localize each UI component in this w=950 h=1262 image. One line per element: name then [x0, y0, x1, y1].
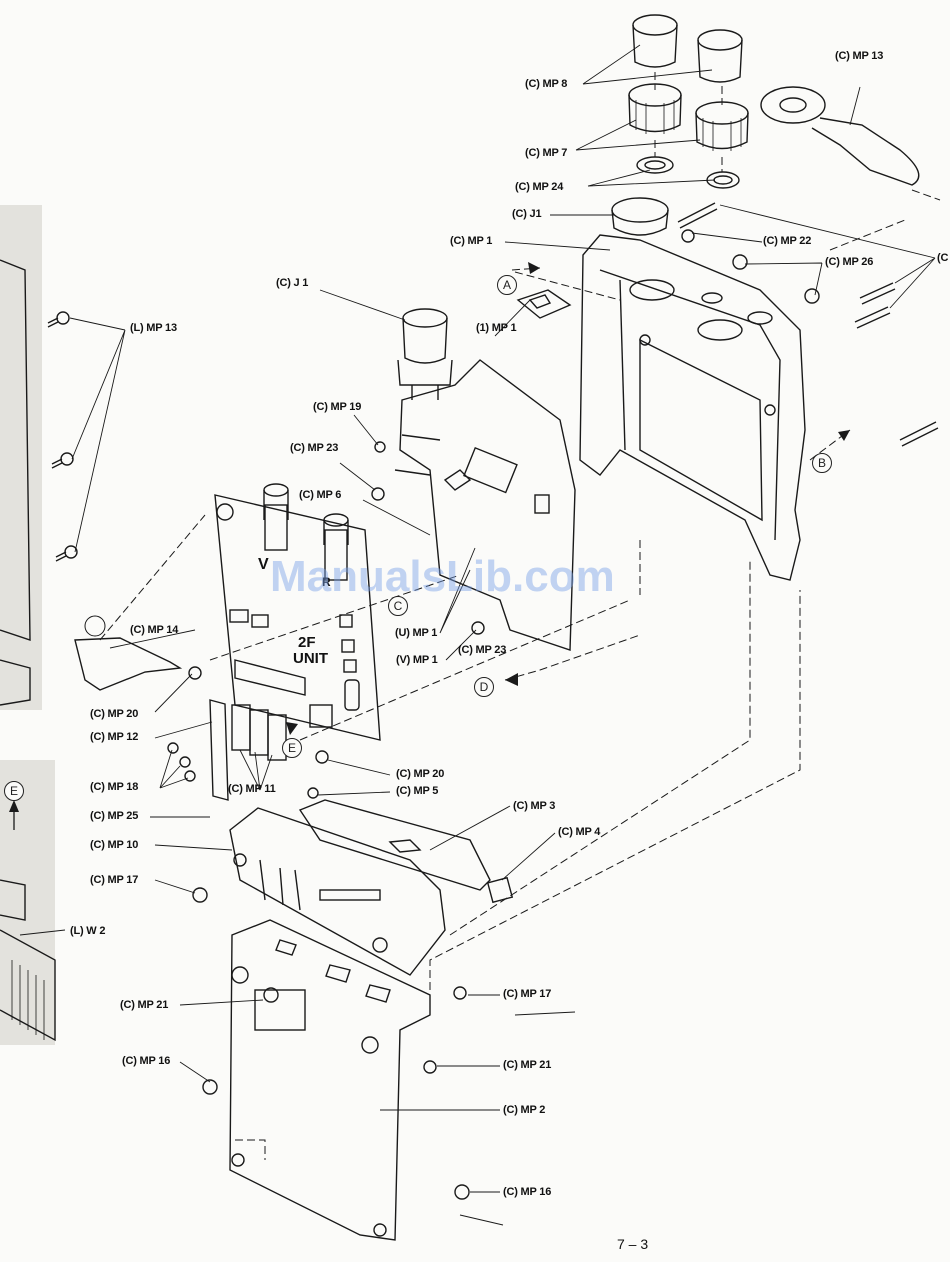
label-mp23-a: (C) MP 23 [290, 442, 339, 454]
label-mp1-1: (1) MP 1 [476, 322, 517, 334]
label-mp1-u: (U) MP 1 [395, 627, 438, 639]
label-mp11: (C) MP 11 [228, 783, 276, 795]
callout-a: A [497, 275, 517, 295]
callout-e-board: E [282, 738, 302, 758]
left-panel [0, 259, 31, 641]
bnc-connector [397, 308, 453, 400]
label-j1-conn: (C) J 1 [276, 277, 309, 289]
label-mp21-b: (C) MP 21 [503, 1059, 552, 1071]
label-mp17-a: (C) MP 17 [90, 874, 139, 886]
dashed-guides [99, 72, 941, 1160]
label-mp18: (C) MP 18 [90, 781, 139, 793]
left-page-edge [0, 205, 42, 710]
label-mp4: (C) MP 4 [558, 826, 601, 838]
leader-lines [19, 44, 936, 1226]
block-mp4 [486, 876, 514, 904]
page-number: 7 – 3 [617, 1236, 649, 1252]
callout-c: C [388, 596, 408, 616]
board-v-label: V [258, 556, 269, 573]
label-mp17-b: (C) MP 17 [503, 988, 552, 1000]
label-mp24: (C) MP 24 [515, 181, 564, 193]
watermark: ManualsLib.com [270, 552, 615, 601]
loose-screws [167, 441, 485, 1200]
label-mp20-b: (C) MP 20 [396, 768, 445, 780]
board-r-label: R [322, 575, 331, 589]
label-mp3: (C) MP 3 [513, 800, 556, 812]
label-mp26: (C) MP 26 [825, 256, 874, 268]
left-page-edge-lower [0, 760, 55, 1045]
screws-mp22-mp26 [681, 229, 820, 304]
label-w2: (L) W 2 [70, 925, 106, 937]
label-mp8: (C) MP 8 [525, 78, 568, 90]
plate-mp2 [229, 919, 431, 1241]
label-mp13-top: (C) MP 13 [835, 50, 884, 62]
label-mp25: (C) MP 25 [90, 810, 139, 822]
flat-cable [0, 879, 56, 1042]
long-screws [677, 202, 939, 447]
shield-mp3 [298, 799, 491, 891]
callout-d: D [474, 677, 494, 697]
holder-mp10 [229, 807, 446, 976]
label-mp14: (C) MP 14 [130, 624, 179, 636]
ring-j1 [611, 197, 669, 236]
label-mp21-a: (C) MP 21 [120, 999, 169, 1011]
frame-mp1 [579, 234, 806, 581]
label-mp22: (C) MP 22 [763, 235, 812, 247]
label-mp13-l: (L) MP 13 [130, 322, 177, 334]
bracket-mp14 [74, 637, 183, 691]
chassis-board [394, 359, 576, 651]
board-unit-line1: 2F [298, 634, 316, 651]
label-mp16-b: (C) MP 16 [503, 1186, 552, 1198]
label-mp19: (C) MP 19 [313, 401, 362, 413]
label-mp2: (C) MP 2 [503, 1104, 546, 1116]
label-cut-c: (C [937, 252, 949, 264]
arrowheads [9, 262, 850, 812]
knobs-mp8 [632, 14, 743, 83]
board-unit-line2: UNIT [293, 650, 328, 667]
label-mp1-c: (C) MP 1 [450, 235, 493, 247]
callout-b: B [812, 453, 832, 473]
label-mp6: (C) MP 6 [299, 489, 342, 501]
connectors-mp11 [209, 699, 287, 801]
callout-e-left: E [4, 781, 24, 801]
screws-l-mp13 [47, 311, 78, 562]
plate-1-mp1 [516, 289, 572, 319]
nuts-mp7 [628, 83, 749, 151]
label-mp5: (C) MP 5 [396, 785, 439, 797]
label-mp7: (C) MP 7 [525, 147, 568, 159]
label-mp12: (C) MP 12 [90, 731, 139, 743]
lug-mp13 [760, 86, 920, 186]
label-mp1-v: (V) MP 1 [396, 654, 438, 666]
label-mp16-a: (C) MP 16 [122, 1055, 171, 1067]
label-mp20-a: (C) MP 20 [90, 708, 139, 720]
unit-2f-board [214, 483, 381, 741]
label-mp10: (C) MP 10 [90, 839, 139, 851]
left-bracket [0, 659, 31, 706]
label-mp23-b: (C) MP 23 [458, 644, 507, 656]
label-j1-small: (C) J1 [512, 208, 542, 220]
